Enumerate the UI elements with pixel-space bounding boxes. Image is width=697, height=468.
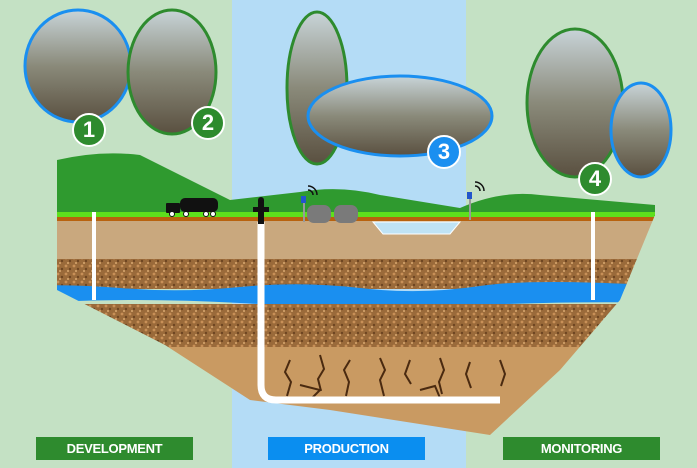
photo-site-survey (23, 8, 133, 124)
badge-number: 3 (437, 139, 451, 164)
wireless-sensor-icon (301, 185, 318, 222)
stage-label-monitoring: MONITORING (503, 437, 660, 460)
tanker-truck-icon (166, 198, 218, 217)
monitoring-well-left (92, 212, 96, 300)
photo-badge-3: 3 (427, 135, 461, 169)
monitoring-well-right (591, 212, 595, 300)
photo-badge-4: 4 (578, 162, 612, 196)
photo-pipeline (306, 74, 494, 158)
wireless-sensor-icon (467, 181, 485, 220)
aquifer (57, 281, 655, 308)
topsoil-layer (57, 221, 655, 259)
photo-badge-2: 2 (191, 106, 225, 140)
badge-number: 4 (588, 166, 602, 191)
photo-field-technician (525, 27, 625, 179)
wellhead-icon (253, 197, 269, 224)
lower-gravel-layer (57, 304, 655, 347)
badge-number: 2 (201, 110, 215, 135)
stage-label-development: DEVELOPMENT (36, 437, 193, 460)
retention-pond (371, 221, 462, 235)
horizontal-well (257, 222, 500, 404)
stage-label-production: PRODUCTION (268, 437, 425, 460)
badge-number: 1 (82, 117, 96, 142)
photo-badge-1: 1 (72, 113, 106, 147)
photo-monitoring-site (609, 81, 673, 179)
storage-tanks (307, 205, 358, 223)
photo-well-installation (126, 8, 218, 136)
